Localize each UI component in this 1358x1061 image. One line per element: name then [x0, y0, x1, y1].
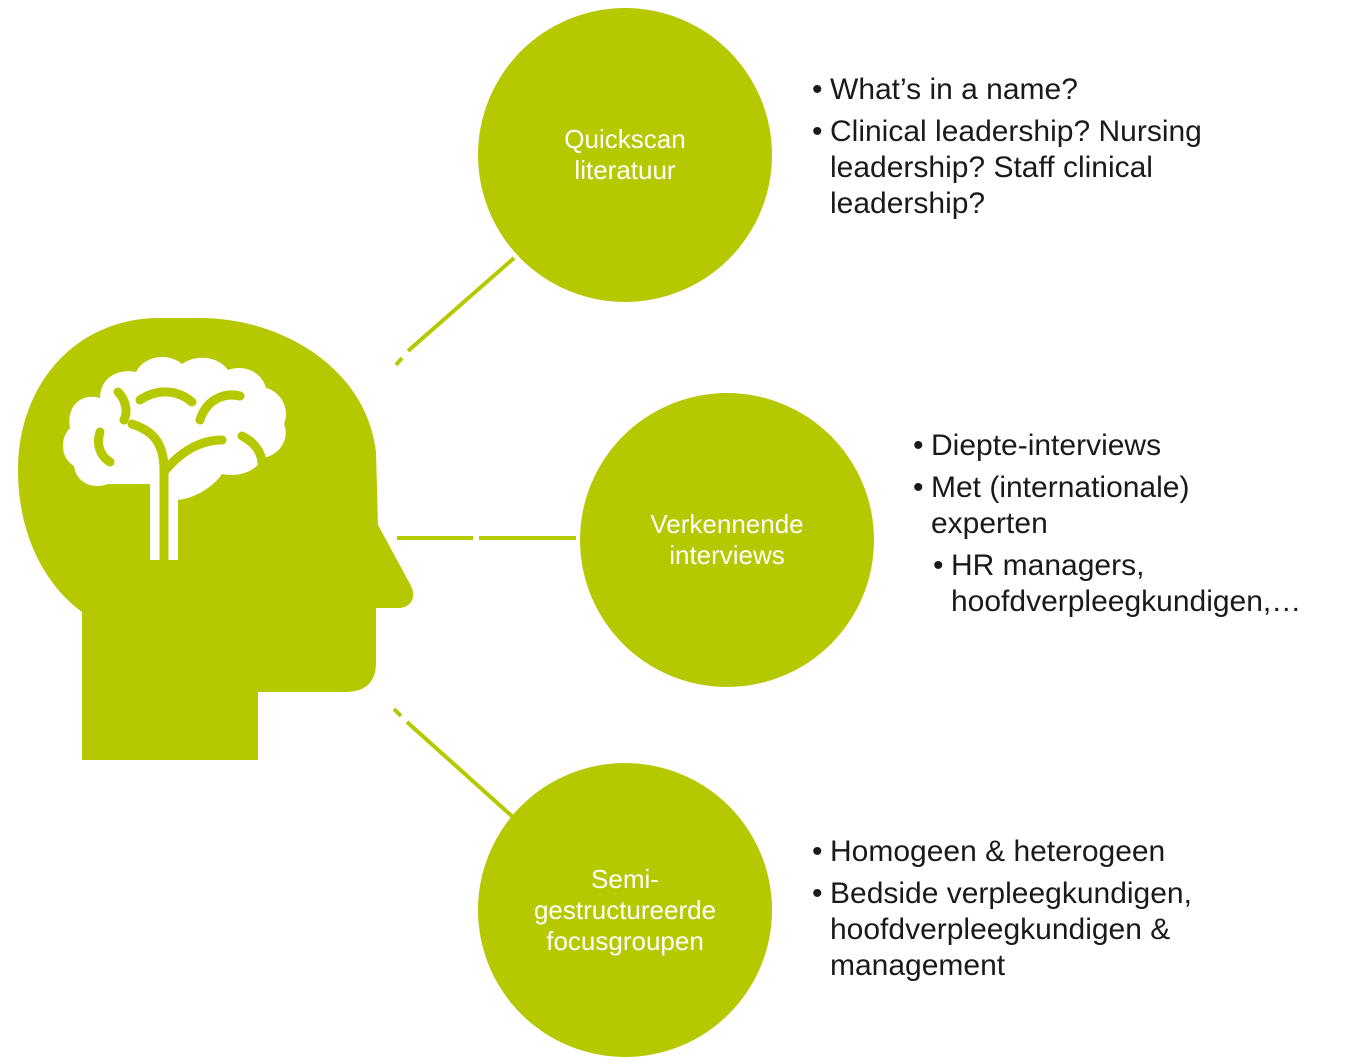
- node-circle-focusgroups: [478, 763, 772, 1057]
- bullet-item: What’s in a name?: [812, 72, 1282, 108]
- node-label-focusgroups: Semi- gestructureerde focusgroupen: [478, 763, 772, 1057]
- sub-bullet-item: HR managers, hoofdverpleegkundigen,…: [933, 548, 1351, 620]
- node-label-interviews: Verkennende interviews: [580, 393, 874, 687]
- node-label-line: literatuur: [574, 155, 676, 185]
- head-with-brain-icon: [18, 318, 414, 760]
- bullet-list-interviews: Diepte-interviews Met (internationale) e…: [913, 428, 1353, 626]
- brain-shape: [62, 357, 286, 565]
- connectors: [392, 256, 576, 820]
- node-label-quickscan: Quickscan literatuur: [478, 8, 772, 302]
- node-label-line: Verkennende: [650, 509, 804, 539]
- connector-bottom: [405, 720, 516, 820]
- bullet-item: Diepte-interviews: [913, 428, 1353, 464]
- bullet-item: Bedside verpleegkundigen, hoofdverpleegk…: [812, 876, 1260, 984]
- bullet-list-focusgroups: Homogeen & heterogeen Bedside verpleegku…: [812, 834, 1282, 990]
- connector-top: [394, 356, 404, 367]
- node-label-line: gestructureerde: [533, 894, 717, 925]
- node-label-line: Semi-: [591, 863, 659, 894]
- node-label-line: focusgroupen: [546, 925, 704, 956]
- bullet-item: Homogeen & heterogeen: [812, 834, 1282, 870]
- connector-top: [406, 256, 516, 353]
- node-circle-interviews: [580, 393, 874, 687]
- node-circle-quickscan: [478, 8, 772, 302]
- node-label-line: Quickscan: [564, 124, 686, 154]
- node-label-line: interviews: [669, 540, 785, 570]
- bullet-list-quickscan: What’s in a name? Clinical leadership? N…: [812, 72, 1282, 228]
- bullet-item: Met (internationale) experten: [913, 470, 1251, 542]
- connector-bottom: [392, 707, 403, 718]
- bullet-item: Clinical leadership? Nursing leadership?…: [812, 114, 1250, 222]
